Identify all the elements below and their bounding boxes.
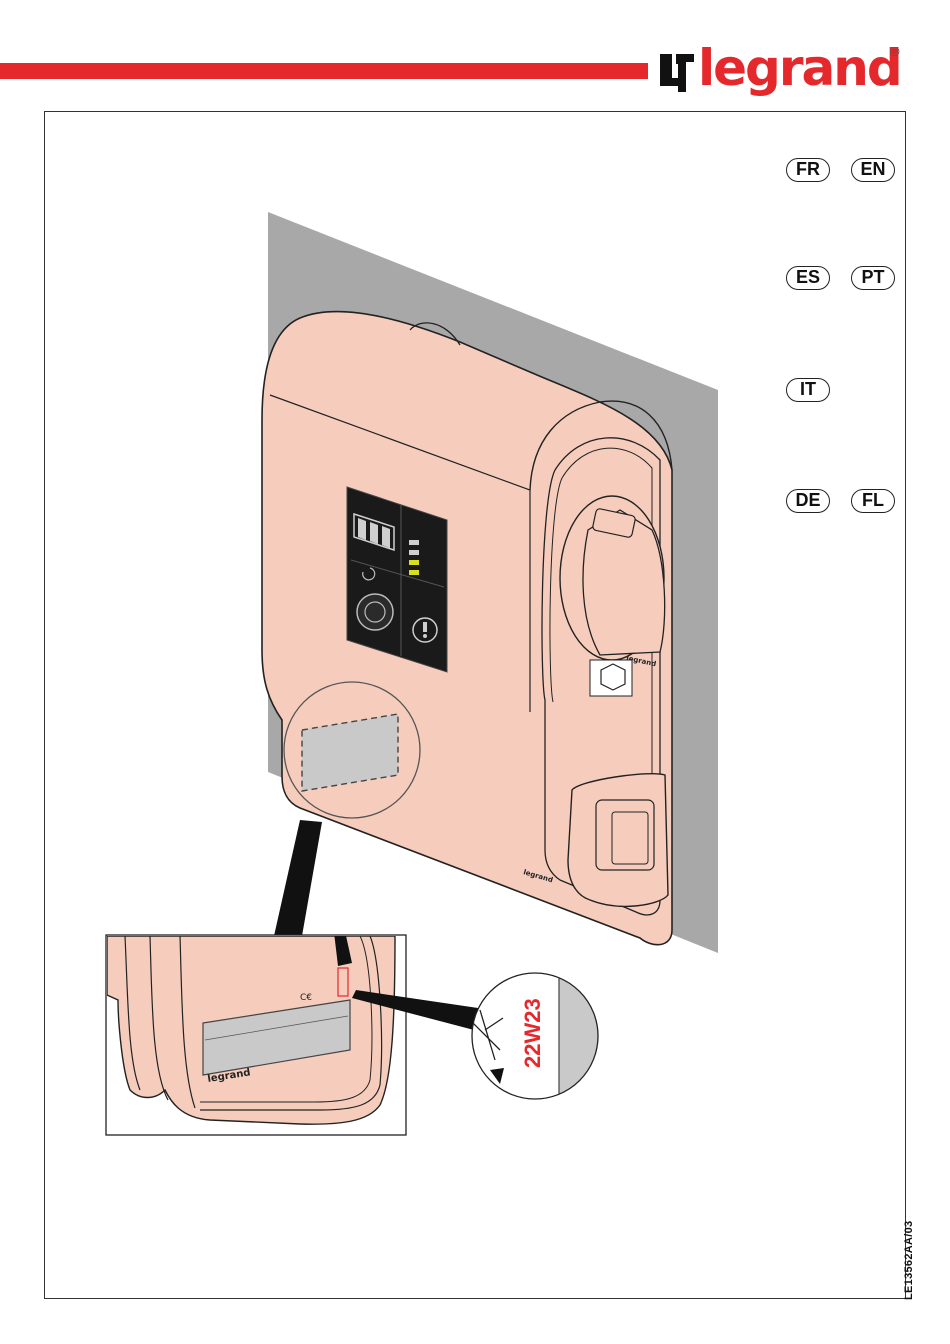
- indicator-led-3: [409, 560, 419, 565]
- control-panel: [347, 487, 447, 672]
- detail-box: legrand C€: [106, 922, 406, 1135]
- magnifier: 22W23: [470, 960, 639, 1100]
- lower-socket-cover: [596, 800, 654, 870]
- date-code: 22W23: [520, 998, 545, 1068]
- detail-pointer: [274, 820, 322, 936]
- ce-mark: C€: [300, 993, 312, 1003]
- indicator-led-1: [409, 540, 419, 545]
- power-knob: [357, 594, 393, 630]
- document-reference: LE13562AA/03: [903, 1221, 915, 1300]
- indicator-led-2: [409, 550, 419, 555]
- indicator-led-4: [409, 570, 419, 575]
